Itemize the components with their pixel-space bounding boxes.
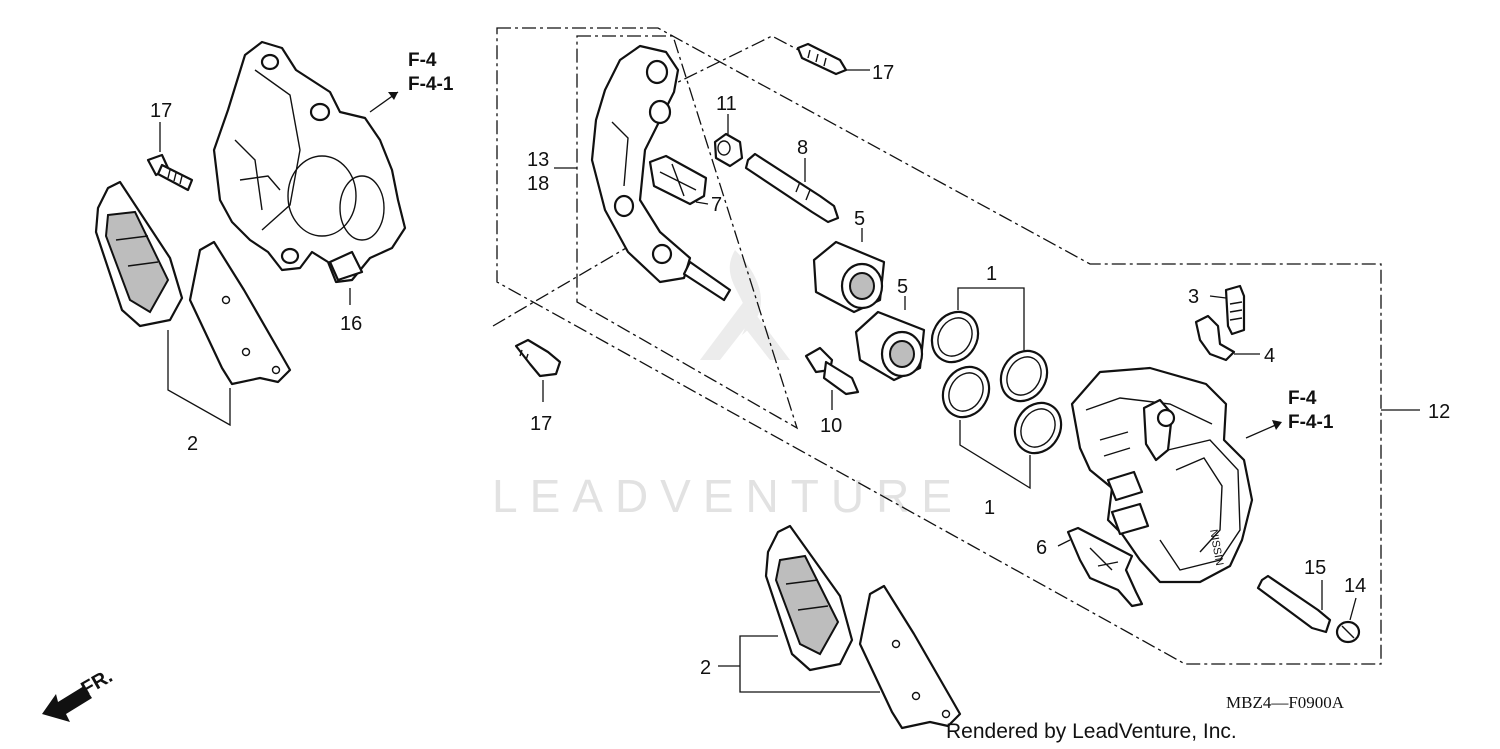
callout-3[interactable]: 3 [1188,286,1199,308]
reference-right-f4-1[interactable]: F-4-1 [1288,412,1334,433]
callout-16[interactable]: 16 [340,313,362,335]
callout-17-mid[interactable]: 17 [530,413,552,435]
callout-13[interactable]: 13 [527,149,549,171]
diagram-code: MBZ4—F0900A [1226,693,1345,712]
callout-6[interactable]: 6 [1036,537,1047,559]
piston-5-upper[interactable] [812,240,886,314]
mid-bolt-17[interactable] [514,338,562,378]
callout-12[interactable]: 12 [1428,401,1450,423]
watermark-text: LEADVENTURE [492,470,964,522]
piston-5-lower[interactable] [854,310,926,382]
callout-4[interactable]: 4 [1264,345,1275,367]
callout-8[interactable]: 8 [797,137,808,159]
callout-2-bottom[interactable]: 2 [700,657,711,679]
callout-2-left[interactable]: 2 [187,433,198,455]
callout-5-upper[interactable]: 5 [854,208,865,230]
reference-left-f4[interactable]: F-4 [408,50,437,71]
bottom-brake-pads[interactable] [764,524,962,730]
pad-retainer-spring-7[interactable] [648,154,708,206]
right-reference-arrow [1245,420,1282,439]
pad-pin-15[interactable] [1256,574,1332,634]
callout-15[interactable]: 15 [1304,557,1326,579]
left-reference-arrow [369,91,399,113]
front-direction-arrow-icon: FR. [42,665,116,722]
credit-text: Rendered by LeadVenture, Inc. [946,720,1237,743]
callout-7[interactable]: 7 [711,194,722,216]
left-bolt-17[interactable] [146,153,194,192]
left-brake-pads[interactable] [94,180,292,386]
leadventure-watermark: LEADVENTURE [492,250,964,522]
reference-right-f4[interactable]: F-4 [1288,388,1317,409]
bleeder-cap-4[interactable] [1194,314,1236,362]
bleeder-screw-3[interactable] [1224,284,1246,336]
callout-10[interactable]: 10 [820,415,842,437]
callout-17-top[interactable]: 17 [872,62,894,84]
callout-11[interactable]: 11 [716,93,737,115]
slide-pin-8[interactable] [744,152,840,224]
piston-seals-1[interactable] [923,303,1070,461]
right-caliper-body-12[interactable]: NISSIN [1070,366,1254,584]
pin-bolt-10[interactable] [804,346,860,396]
callout-5-lower[interactable]: 5 [897,276,908,298]
pad-spring-6[interactable] [1066,526,1144,608]
pad-pin-plug-14[interactable] [1335,620,1361,644]
callout-18[interactable]: 18 [527,173,549,195]
callout-1-upper[interactable]: 1 [986,263,997,285]
caliper-bracket[interactable] [590,44,732,302]
callout-17-left[interactable]: 17 [150,100,172,122]
left-caliper-body[interactable] [212,40,407,284]
top-bolt-17[interactable] [796,42,848,76]
pin-boot-11[interactable] [713,132,744,168]
reference-left-f4-1[interactable]: F-4-1 [408,74,454,95]
callout-1-lower[interactable]: 1 [984,497,995,519]
callout-14[interactable]: 14 [1344,575,1366,597]
assembly-outline [492,27,1382,665]
